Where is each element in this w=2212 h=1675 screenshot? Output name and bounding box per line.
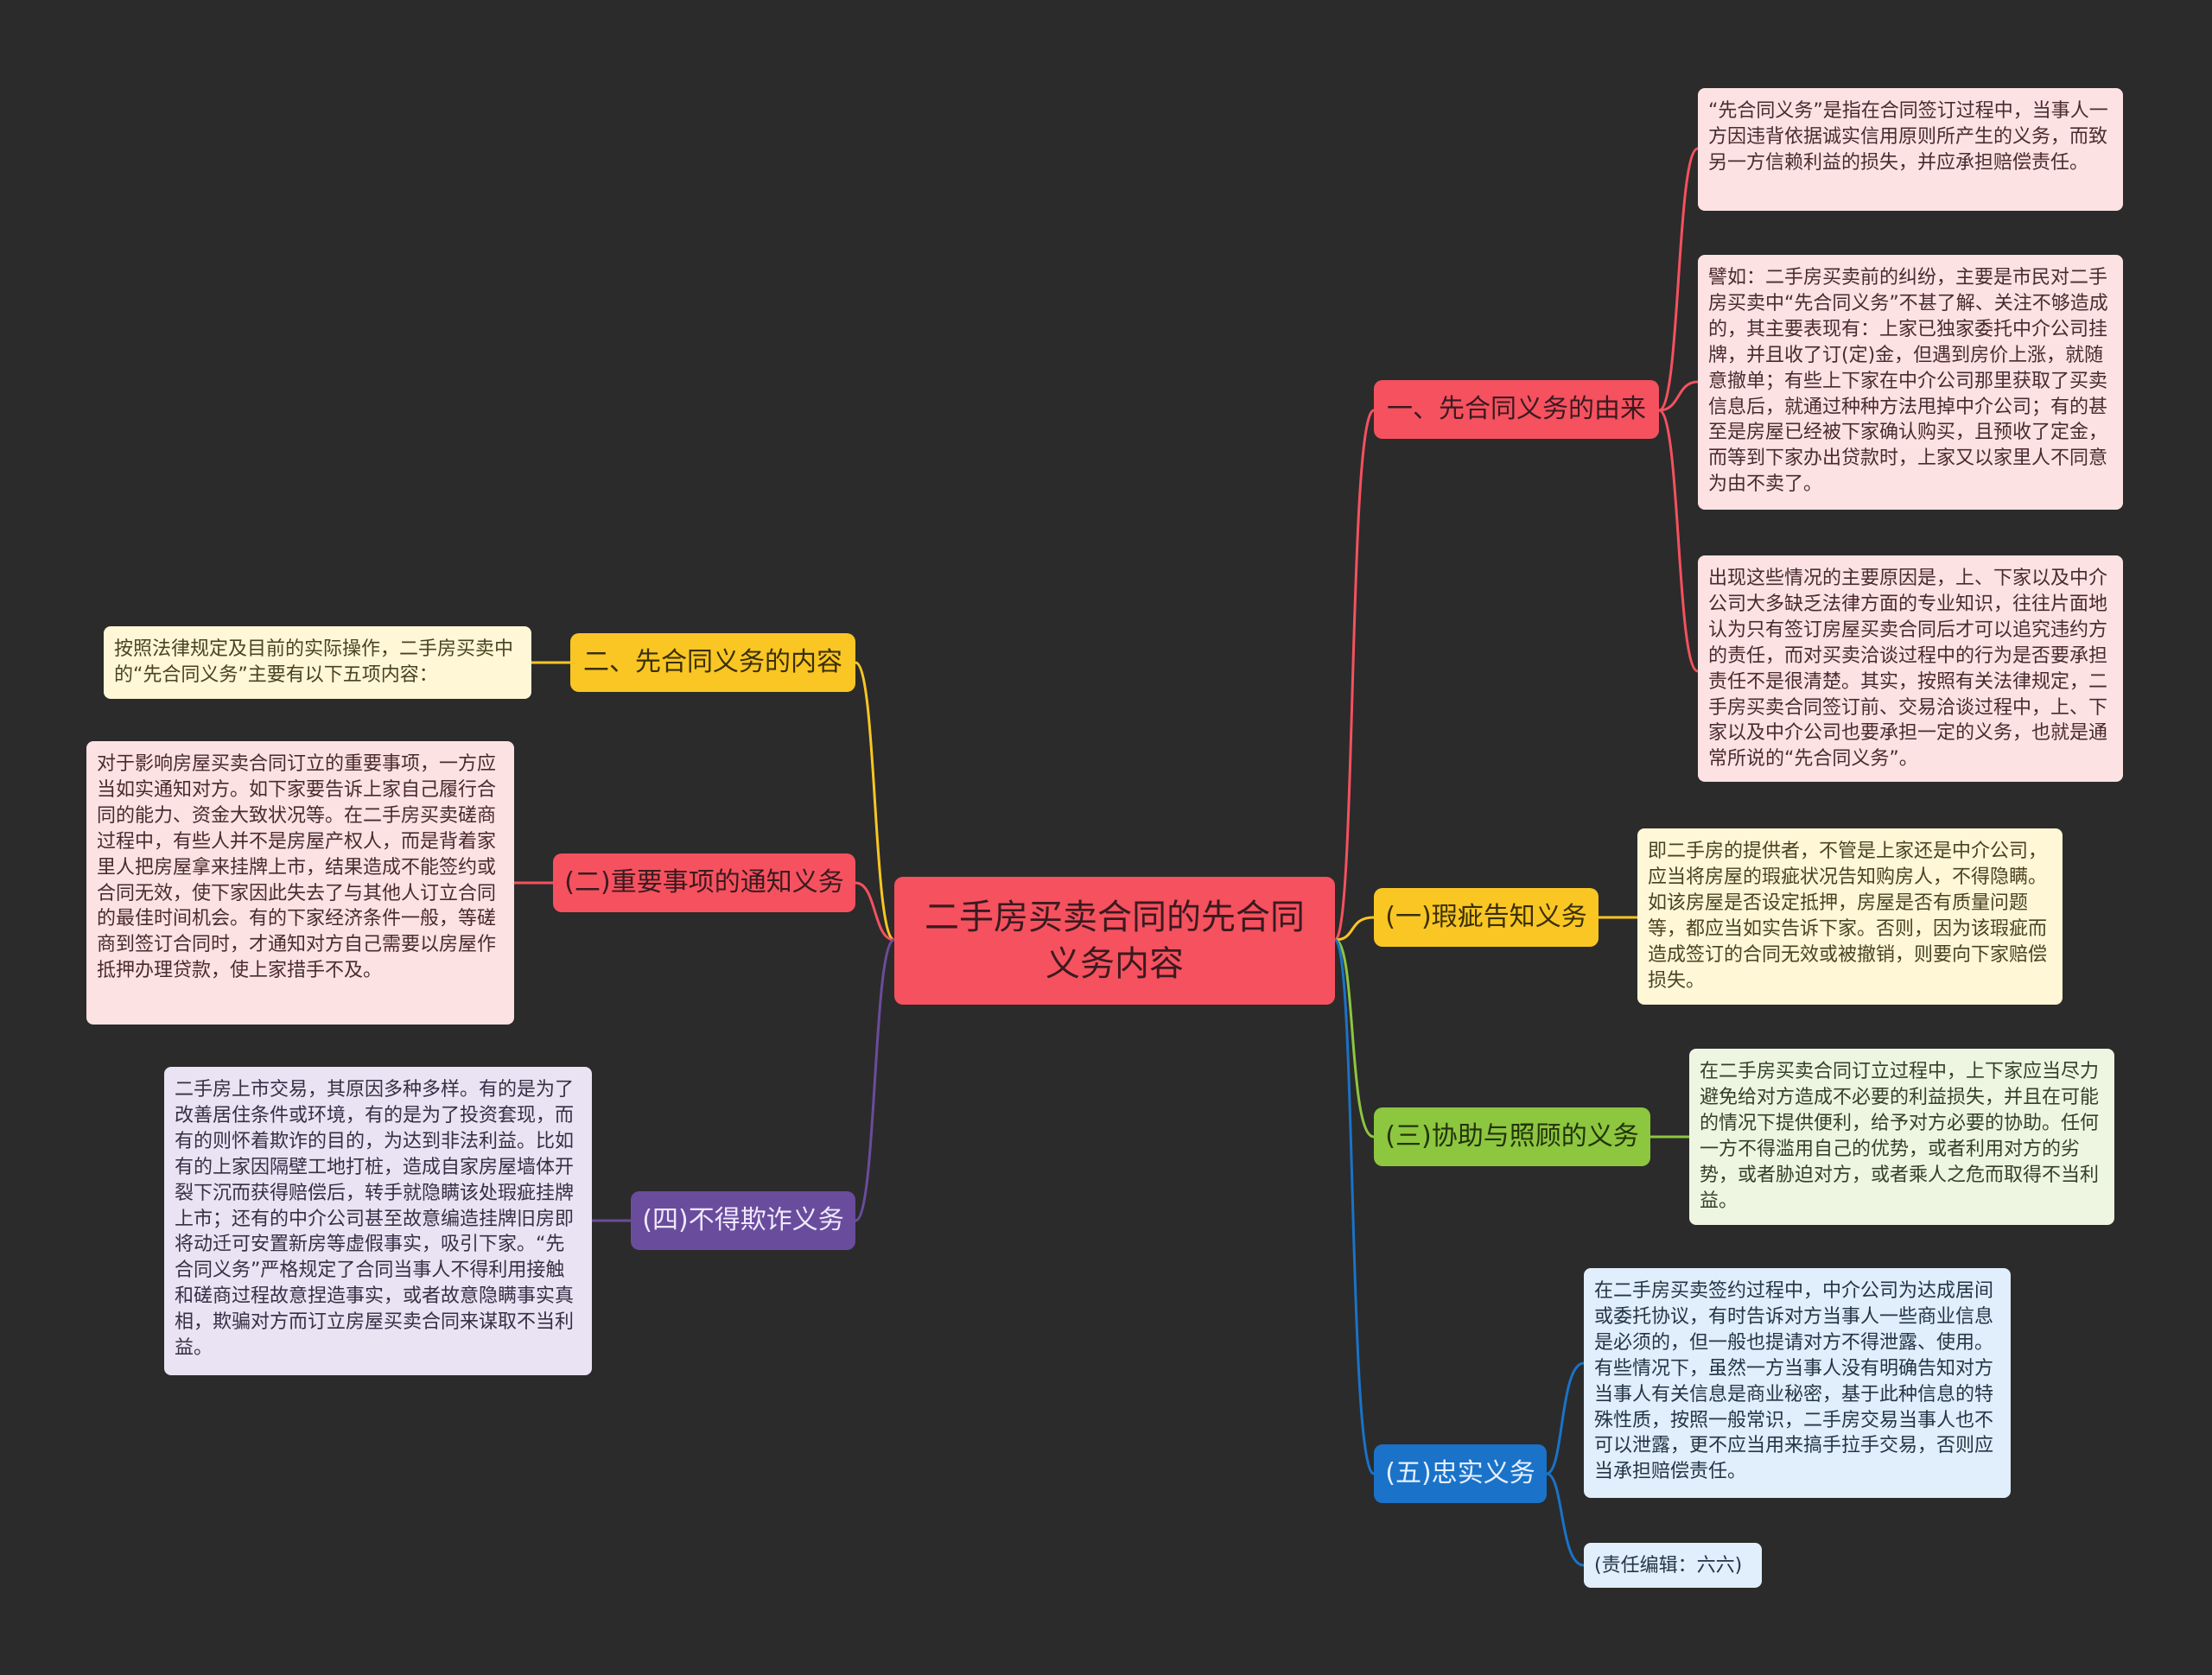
branch-notice[interactable]: (二)重要事项的通知义务 [553, 853, 855, 912]
branch-content[interactable]: 二、先合同义务的内容 [570, 633, 855, 692]
link-origin-leaf3 [1658, 409, 1699, 673]
branch-assist-label: (三)协助与照顾的义务 [1385, 1121, 1639, 1152]
branch-assist[interactable]: (三)协助与照顾的义务 [1374, 1107, 1650, 1166]
branch-origin-label: 一、先合同义务的由来 [1387, 394, 1646, 424]
leaf-origin-2: 譬如：二手房买卖前的纠纷，主要是市民对二手房买卖中“先合同义务”不甚了解、关注不… [1698, 255, 2123, 510]
branch-notice-label: (二)重要事项的通知义务 [564, 867, 844, 898]
leaf-defect-1: 即二手房的提供者，不管是上家还是中介公司，应当将房屋的瑕疵状况告知购房人，不得隐… [1637, 828, 2063, 1005]
branch-defect[interactable]: (一)瑕疵告知义务 [1374, 888, 1599, 947]
leaf-origin-3: 出现这些情况的主要原因是，上、下家以及中介公司大多缺乏法律方面的专业知识，往往片… [1698, 555, 2123, 782]
link-root-notice [855, 881, 895, 942]
leaf-origin-1: “先合同义务”是指在合同签订过程中，当事人一方因违背依据诚实信用原则所产生的义务… [1698, 88, 2123, 211]
leaf-origin-2-text: 譬如：二手房买卖前的纠纷，主要是市民对二手房买卖中“先合同义务”不甚了解、关注不… [1708, 267, 2108, 496]
branch-loyal-label: (五)忠实义务 [1385, 1458, 1535, 1488]
leaf-fraud-1: 二手房上市交易，其原因多种多样。有的是为了改善居住条件或环境，有的是为了投资套现… [164, 1067, 592, 1375]
leaf-origin-1-text: “先合同义务”是指在合同签订过程中，当事人一方因违背依据诚实信用原则所产生的义务… [1708, 100, 2108, 174]
link-root-assist [1334, 938, 1375, 1139]
link-root-origin [1333, 409, 1376, 942]
leaf-loyal-2-text: (责任编辑：六六) [1594, 1555, 1743, 1577]
link-root-loyal [1333, 938, 1376, 1475]
branch-defect-label: (一)瑕疵告知义务 [1385, 902, 1587, 932]
leaf-content-1-text: 按照法律规定及目前的实际操作，二手房买卖中的“先合同义务”主要有以下五项内容： [114, 638, 514, 686]
branch-fraud-label: (四)不得欺诈义务 [642, 1205, 844, 1235]
leaf-assist-1: 在二手房买卖合同订立过程中，上下家应当尽力避免给对方造成不必要的利益损失，并且在… [1689, 1049, 2114, 1225]
link-root-content [855, 661, 895, 942]
branch-loyal[interactable]: (五)忠实义务 [1374, 1444, 1547, 1503]
leaf-defect-1-text: 即二手房的提供者，不管是上家还是中介公司，应当将房屋的瑕疵状况告知购房人，不得隐… [1648, 841, 2048, 992]
leaf-notice-1: 对于影响房屋买卖合同订立的重要事项，一方应当如实通知对方。如下家要告诉上家自己履… [86, 741, 514, 1025]
link-root-defect [1334, 916, 1375, 942]
leaf-content-1: 按照法律规定及目前的实际操作，二手房买卖中的“先合同义务”主要有以下五项内容： [104, 626, 531, 699]
link-origin-leaf1 [1658, 147, 1699, 412]
link-root-fraud [855, 938, 895, 1222]
root-topic[interactable]: 二手房买卖合同的先合同义务内容 [894, 877, 1335, 1005]
leaf-fraud-1-text: 二手房上市交易，其原因多种多样。有的是为了改善居住条件或环境，有的是为了投资套现… [175, 1079, 575, 1360]
leaf-loyal-1-text: 在二手房买卖签约过程中，中介公司为达成居间或委托协议，有时告诉对方当事人一些商业… [1594, 1280, 1994, 1483]
leaf-loyal-1: 在二手房买卖签约过程中，中介公司为达成居间或委托协议，有时告诉对方当事人一些商业… [1584, 1268, 2011, 1498]
leaf-assist-1-text: 在二手房买卖合同订立过程中，上下家应当尽力避免给对方造成不必要的利益损失，并且在… [1700, 1061, 2100, 1212]
root-topic-label: 二手房买卖合同的先合同义务内容 [925, 898, 1305, 984]
leaf-notice-1-text: 对于影响房屋买卖合同订立的重要事项，一方应当如实通知对方。如下家要告诉上家自己履… [97, 753, 497, 982]
leaf-loyal-2: (责任编辑：六六) [1584, 1543, 1762, 1588]
leaf-origin-3-text: 出现这些情况的主要原因是，上、下家以及中介公司大多缺乏法律方面的专业知识，往往片… [1708, 568, 2108, 771]
branch-origin[interactable]: 一、先合同义务的由来 [1374, 380, 1659, 439]
branch-fraud[interactable]: (四)不得欺诈义务 [631, 1191, 855, 1250]
link-loyal-leaf2 [1546, 1472, 1585, 1567]
branch-content-label: 二、先合同义务的内容 [583, 647, 842, 677]
link-loyal-leaf1 [1546, 1361, 1585, 1475]
link-origin-leaf2 [1658, 380, 1699, 412]
